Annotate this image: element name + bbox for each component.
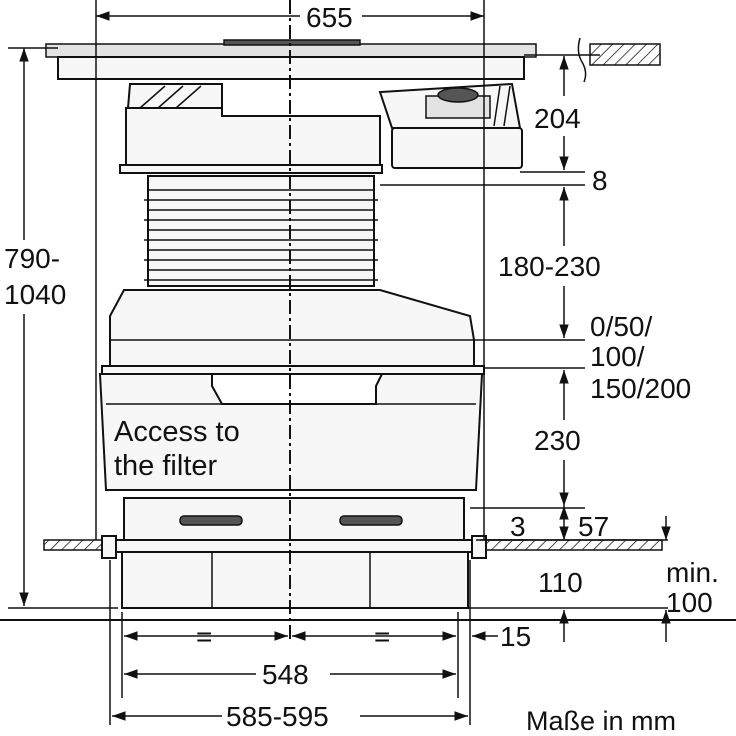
blower-motor [378,82,523,169]
dim-180-230: 180-230 [498,251,601,282]
dim-204: 204 [534,103,581,134]
dim-548: 548 [262,659,309,690]
dim-230: 230 [534,425,581,456]
bellows [144,175,378,287]
extension-lines [8,0,668,725]
units-caption: Maße in mm [526,706,676,736]
dim-655: 655 [306,2,353,33]
dim-eq-right: = [374,621,390,652]
dim-1040: 1040 [4,279,66,310]
dim-110: 110 [538,567,583,598]
dim-790: 790- [4,243,60,274]
dim-3: 3 [510,511,526,542]
dim-eq-left: = [196,621,212,652]
dimension-lines [19,11,671,721]
dim-min: min. [666,557,719,588]
dim-57: 57 [578,511,609,542]
access-note-line2: the filter [114,450,217,482]
dim-adjust-line2: 100/ [590,341,645,372]
dim-15: 15 [500,621,531,652]
dim-adjust-line3: 150/200 [590,373,691,404]
dim-8: 8 [592,165,608,196]
worktop-section-right [577,37,661,83]
dim-min-100: 100 [666,587,713,618]
dimension-labels: 655 790- 1040 204 8 180-230 0/50/ 100/ 1… [4,2,719,732]
upper-housing [119,83,383,174]
middle-housing [101,289,485,375]
dim-585-595: 585-595 [226,701,329,732]
base-unit [115,497,473,609]
access-note-line1: Access to [114,416,240,448]
filter-access-note: Access to the filter [114,416,240,482]
dim-adjust-line1: 0/50/ [590,311,652,342]
